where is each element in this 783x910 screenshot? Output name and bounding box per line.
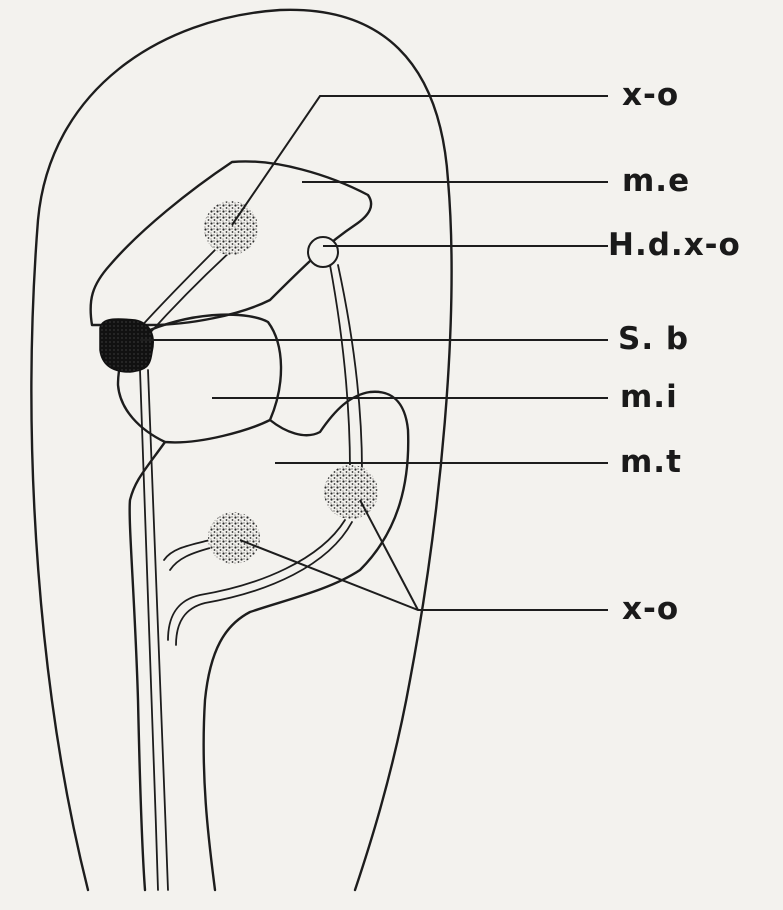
label-mt: m.t — [620, 447, 682, 478]
x-organ-lower — [208, 512, 260, 564]
label-mi: m.i — [620, 382, 678, 413]
leader-xo-bottom-2 — [360, 500, 418, 610]
label-hdxo: H.d.x-o — [608, 230, 741, 261]
leader-xo-top — [232, 96, 608, 225]
x-organ-upper — [204, 201, 258, 255]
eyestalk-outline — [31, 10, 451, 890]
x-organ-right — [324, 465, 378, 519]
nerve-tract-xo-1 — [138, 245, 220, 330]
label-sb: S. b — [618, 324, 689, 355]
nerve-tract-sb-2 — [148, 370, 168, 890]
hanstrom-organ-circle — [308, 237, 338, 267]
nerve-tract-sb-1 — [140, 370, 158, 890]
nerve-tract-hd-1 — [330, 265, 350, 470]
nerve-tract-branch-2 — [170, 548, 210, 570]
label-xo-top: x-o — [622, 80, 679, 111]
nerve-tract-low-2 — [176, 522, 352, 645]
sinus-gland-block — [100, 319, 153, 372]
label-me: m.e — [622, 166, 690, 197]
label-xo-bottom: x-o — [622, 594, 679, 625]
